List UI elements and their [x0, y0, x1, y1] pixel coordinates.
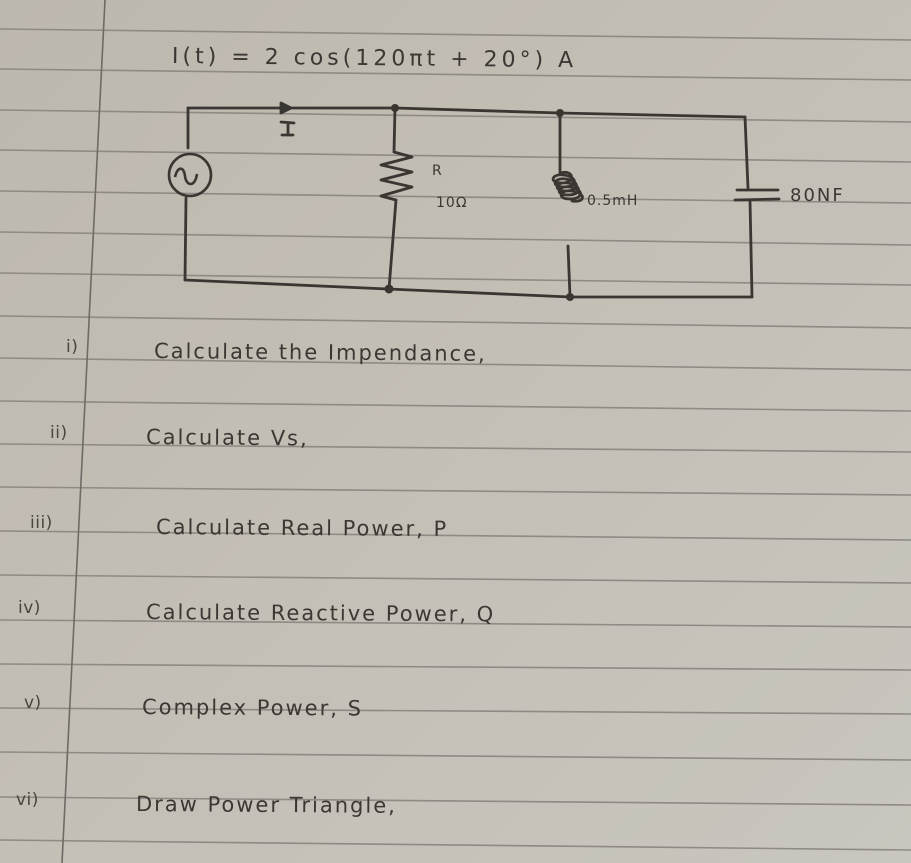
- capacitor-value-label: 80NF: [790, 185, 845, 206]
- question-number-2: ii): [50, 423, 68, 443]
- junction-node: [384, 284, 394, 294]
- ac-source-icon: [167, 152, 213, 198]
- question-number-4: iv): [18, 598, 41, 618]
- question-number-3: iii): [30, 513, 53, 533]
- resistor-value-label: 10Ω: [436, 195, 468, 211]
- junction-node: [391, 104, 399, 112]
- question-number-6: vi): [16, 790, 39, 810]
- question-number-1: i): [66, 337, 79, 357]
- inductor-value-label: 0.5mH: [587, 193, 639, 209]
- question-number-5: v): [24, 693, 42, 713]
- current-formula: I(t) = 2 cos(120πt + 20°) A: [171, 44, 578, 74]
- question-text-4: Calculate Reactive Power, Q: [145, 600, 496, 627]
- question-text-6: Draw Power Triangle,: [135, 792, 397, 818]
- resistor-name-label: R: [432, 163, 443, 179]
- junction-node: [556, 109, 564, 117]
- question-text-5: Complex Power, S: [141, 695, 364, 721]
- question-text-1: Calculate the Impendance,: [153, 339, 487, 366]
- junction-node: [566, 293, 574, 301]
- question-text-2: Calculate Vs,: [145, 425, 309, 451]
- question-text-3: Calculate Real Power, P: [155, 515, 449, 542]
